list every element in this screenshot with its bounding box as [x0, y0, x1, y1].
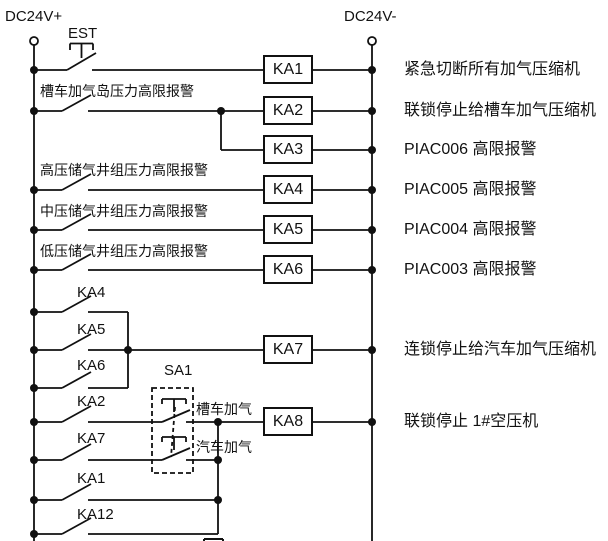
junction-dot [368, 146, 376, 154]
junction-dot [30, 186, 38, 194]
desc-ka6: PIAC003 高限报警 [404, 261, 537, 278]
rung-ka3 [220, 111, 263, 151]
desc-ka2: 联锁停止给槽车加气压缩机 [404, 102, 597, 119]
junction-dot [368, 66, 376, 74]
junction-dot [30, 384, 38, 392]
desc-ka4: PIAC005 高限报警 [404, 181, 537, 198]
ka1-contact-blade [61, 483, 92, 501]
sa1-upper-blade [161, 409, 191, 423]
junction-dot [30, 266, 38, 274]
contact-label-ka5: KA5 [77, 321, 106, 338]
est-button-label: EST [68, 25, 98, 42]
rung-ka4 [34, 173, 263, 191]
sa1-top-position-label: 槽车加气 [196, 401, 252, 417]
junction-dot [214, 418, 222, 426]
rung-ka7 [34, 295, 263, 389]
ka6-contact-blade [61, 371, 92, 389]
junction-dot [368, 346, 376, 354]
coil-output-wires [313, 69, 372, 423]
junction-dot [368, 226, 376, 234]
contact-blade [61, 213, 92, 231]
junction-dot [30, 308, 38, 316]
junction-dot [217, 107, 225, 115]
junction-dot [30, 66, 38, 74]
coil-ka8-label: KA8 [272, 412, 304, 430]
rung-ka1 [34, 42, 263, 71]
coil-ka5-label: KA5 [272, 220, 304, 238]
desc-ka5: PIAC004 高限报警 [404, 221, 537, 238]
junction-dot [214, 496, 222, 504]
contact-label-ka6: KA6 [77, 357, 106, 374]
junction-dot [368, 107, 376, 115]
desc-ka1: 紧急切断所有加气压缩机 [404, 61, 581, 78]
contact-blade [61, 173, 92, 191]
contact-label-high-wells: 高压储气井组压力高限报警 [40, 162, 208, 178]
coil-ka8: KA8 [263, 407, 313, 436]
contact-label-mid-wells: 中压储气井组压力高限报警 [40, 203, 208, 219]
junction-dot [30, 107, 38, 115]
desc-ka7: 连锁停止给汽车加气压缩机 [404, 341, 597, 358]
junction-dot [30, 226, 38, 234]
junction-dot [30, 418, 38, 426]
contact-blade [61, 253, 92, 271]
junction-dot [214, 456, 222, 464]
coil-ka7: KA7 [263, 335, 313, 364]
desc-ka3: PIAC006 高限报警 [404, 141, 537, 158]
junction-dot [368, 266, 376, 274]
coil-ka1: KA1 [263, 55, 313, 84]
est-contact-blade [66, 52, 97, 71]
contact-label-ka2: KA2 [77, 393, 106, 410]
right-rail-label: DC24V- [344, 8, 397, 25]
junction-dots [30, 66, 376, 538]
sa1-label: SA1 [164, 362, 193, 379]
coil-ka1-label: KA1 [272, 60, 304, 78]
ka4-contact-blade [61, 295, 92, 313]
rung-ka6 [34, 253, 263, 271]
sa1-dashed-outline [151, 387, 194, 474]
left-rail-terminal [29, 36, 39, 46]
contact-label-tank-island: 槽车加气岛压力高限报警 [40, 83, 194, 99]
bottom-cutoff-symbol [203, 538, 224, 541]
contact-label-ka4: KA4 [77, 284, 106, 301]
coil-ka4: KA4 [263, 175, 313, 204]
left-rail-label: DC24V+ [5, 8, 63, 25]
desc-ka8: 联锁停止 1#空压机 [404, 413, 539, 430]
ka2-contact-blade [61, 405, 92, 423]
coil-ka4-label: KA4 [272, 180, 304, 198]
coil-ka2: KA2 [263, 96, 313, 125]
rung-ka2 [34, 94, 263, 112]
junction-dot [30, 346, 38, 354]
contact-blade [61, 94, 92, 112]
sa1-mechanical-link [170, 406, 176, 458]
coil-ka5: KA5 [263, 215, 313, 244]
coil-ka6: KA6 [263, 255, 313, 284]
junction-dot [368, 186, 376, 194]
junction-dot [368, 418, 376, 426]
junction-dot [30, 496, 38, 504]
sa1-lower-blade [161, 447, 191, 461]
ka7-contact-blade [61, 443, 92, 461]
ka12-contact-blade [61, 517, 92, 535]
coil-ka3-label: KA3 [272, 140, 304, 158]
coil-ka6-label: KA6 [272, 260, 304, 278]
right-rail-terminal [367, 36, 377, 46]
contact-label-ka1: KA1 [77, 470, 106, 487]
contact-label-ka7: KA7 [77, 430, 106, 447]
junction-dot [30, 456, 38, 464]
junction-dot [30, 530, 38, 538]
sa1-bottom-position-label: 汽车加气 [196, 439, 252, 455]
ka5-contact-blade [61, 333, 92, 351]
coil-ka7-label: KA7 [272, 340, 304, 358]
contact-label-ka12: KA12 [77, 506, 114, 523]
right-power-rail [367, 36, 377, 541]
rung-ka8 [34, 405, 263, 535]
rung-ka5 [34, 213, 263, 231]
contact-label-low-wells: 低压储气井组压力高限报警 [40, 243, 208, 259]
coil-ka2-label: KA2 [272, 101, 304, 119]
coil-ka3: KA3 [263, 135, 313, 164]
junction-dot [124, 346, 132, 354]
sa1-selector-switch [151, 387, 194, 474]
